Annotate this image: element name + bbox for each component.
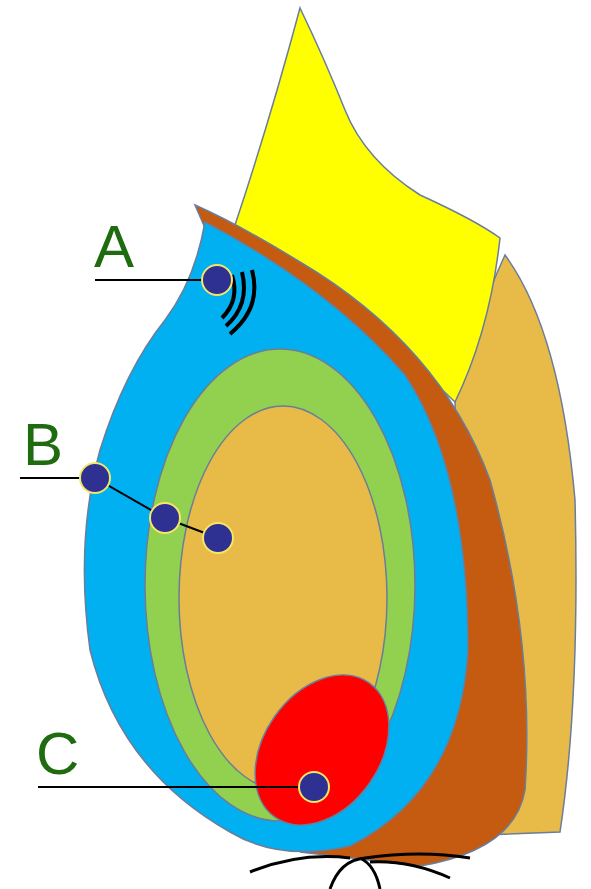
callout-letter: B: [23, 415, 63, 475]
leader-lines: [20, 280, 314, 787]
roots: [250, 854, 470, 889]
blue-body: [84, 222, 468, 852]
callout-letter: C: [36, 724, 79, 784]
marker-dots: [80, 265, 329, 802]
callout-letter: A: [94, 217, 134, 277]
red-part: [227, 650, 416, 851]
